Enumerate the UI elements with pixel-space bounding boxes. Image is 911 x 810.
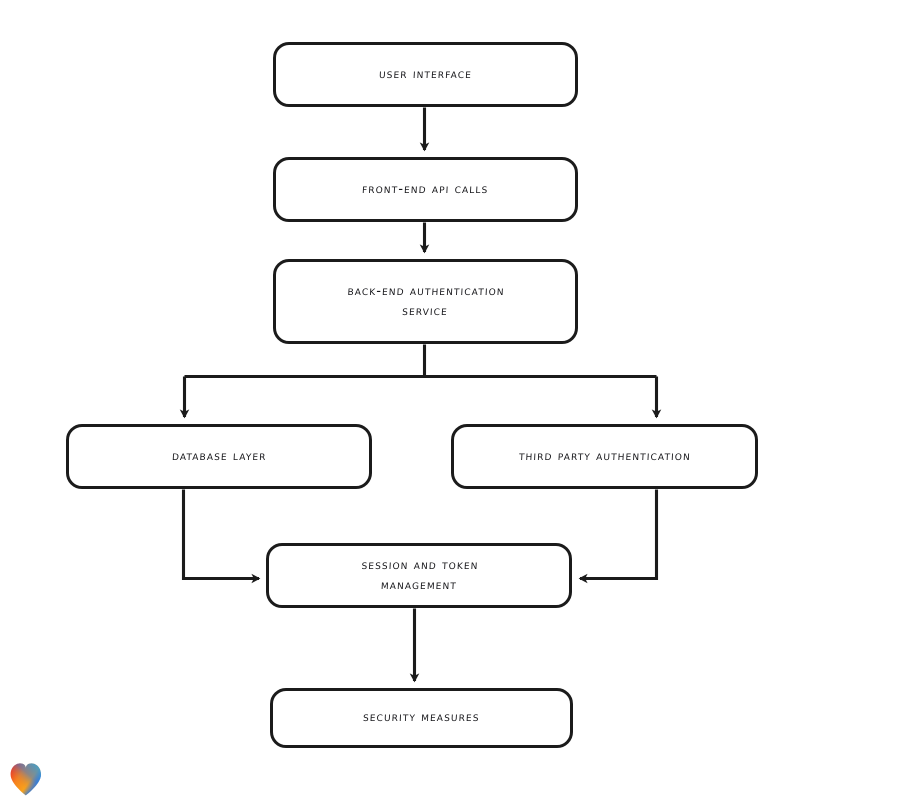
node-security-measures[interactable]: Security Measures <box>270 688 573 748</box>
node-database-layer[interactable]: Database Layer <box>66 424 372 489</box>
heart-icon <box>10 763 41 796</box>
node-frontend-api-calls[interactable]: Front-End API Calls <box>273 157 578 222</box>
node-third-party-authentication[interactable]: Third Party Authentication <box>451 424 758 489</box>
node-third-party-authentication-label: Third Party Authentication <box>518 448 691 464</box>
node-backend-authentication-service[interactable]: Back-End Authentication Service <box>273 259 578 344</box>
node-session-and-token-management[interactable]: Session and Token Management <box>266 543 572 608</box>
node-security-measures-label: Security Measures <box>362 710 481 726</box>
node-frontend-api-calls-label: Front-End API Calls <box>361 181 490 197</box>
node-database-layer-label: Database Layer <box>171 448 267 464</box>
node-user-interface-label: User Interface <box>378 66 473 82</box>
node-session-and-token-management-label: Session and Token Management <box>360 558 479 593</box>
node-backend-authentication-service-label: Back-End Authentication Service <box>347 284 505 319</box>
edge-database-to-session <box>181 489 261 584</box>
node-user-interface[interactable]: User Interface <box>273 42 578 107</box>
edge-thirdparty-to-session <box>578 489 659 584</box>
